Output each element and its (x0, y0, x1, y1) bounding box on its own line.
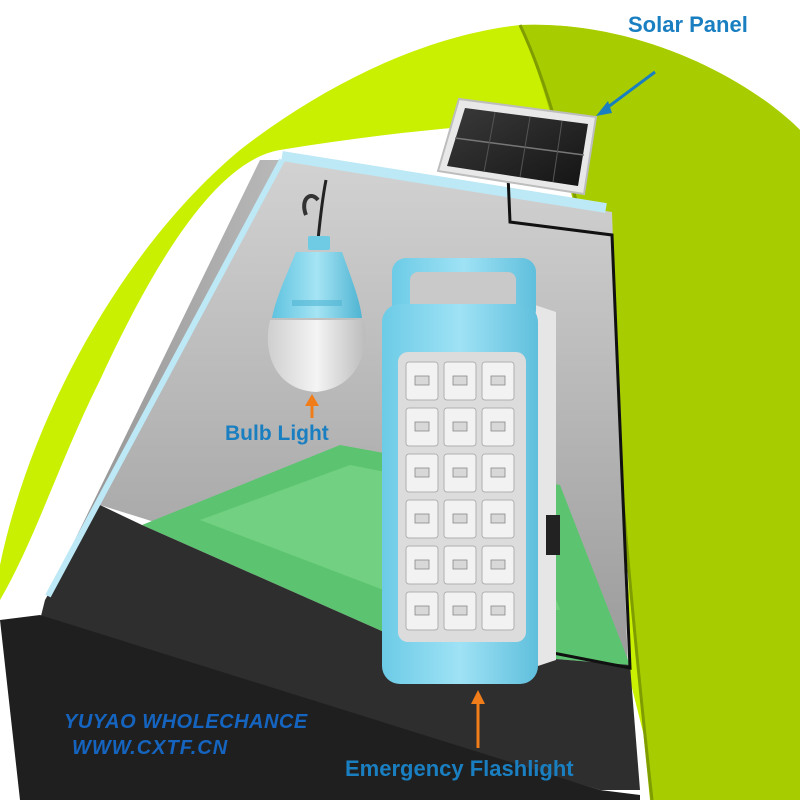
led-chip (490, 605, 506, 616)
bulb-light-arrow (305, 394, 319, 418)
brand-url: WWW.CXTF.CN (72, 737, 229, 759)
bulb-light (267, 179, 366, 392)
floor-mat (40, 505, 640, 790)
led-chip (414, 559, 430, 570)
solar-panel-label: Solar Panel (628, 12, 748, 37)
tent-pole (281, 151, 607, 213)
led-chip (452, 559, 468, 570)
solar-panel (436, 97, 598, 196)
led-chip (452, 421, 468, 432)
led-chip (452, 605, 468, 616)
led-chip (452, 513, 468, 524)
floor-mat-front (0, 615, 640, 800)
led-chip (452, 467, 468, 478)
led-chip (414, 375, 430, 386)
led-chip (490, 421, 506, 432)
led-chip (414, 513, 430, 524)
led-chip (490, 559, 506, 570)
bulb-light-label: Bulb Light (225, 422, 329, 445)
led-chip (452, 375, 468, 386)
flashlight-arrow (471, 690, 485, 748)
emergency-flashlight (382, 258, 560, 684)
brand-name: YUYAO WHOLECHANCE (64, 711, 308, 733)
solar-panel-arrow (596, 70, 656, 116)
led-chip (490, 375, 506, 386)
led-chip (490, 467, 506, 478)
emergency-flashlight-label: Emergency Flashlight (345, 756, 574, 781)
tent-pole-left (45, 158, 285, 598)
led-chip (490, 513, 506, 524)
led-chip (414, 421, 430, 432)
brand-watermark: YUYAO WHOLECHANCE WWW.CXTF.CN (64, 712, 308, 758)
led-chip (414, 605, 430, 616)
led-chip (414, 467, 430, 478)
led-grid (405, 361, 515, 631)
